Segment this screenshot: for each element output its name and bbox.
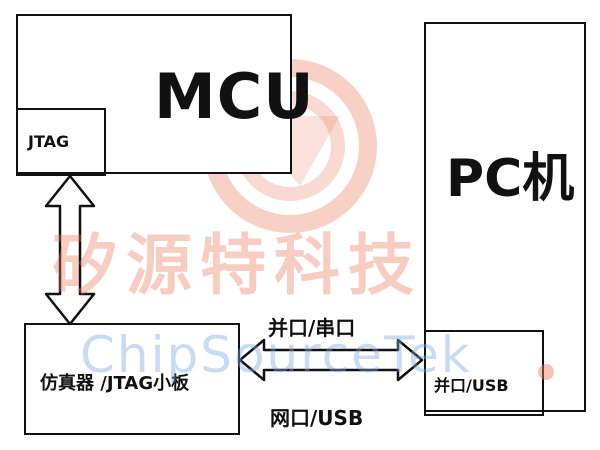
pc-block: PC机 并口/USB <box>424 22 586 416</box>
horizontal-double-arrow <box>238 338 424 382</box>
vertical-double-arrow <box>44 174 96 326</box>
emulator-block: 仿真器 /JTAG小板 <box>24 323 240 435</box>
pc-port-label: 并口/USB <box>434 376 509 395</box>
pc-port: 并口/USB <box>424 330 544 416</box>
mcu-title: MCU <box>154 60 315 133</box>
watermark-brand: ChipSourceTek <box>80 326 472 384</box>
mcu-block: MCU JTAG <box>16 14 314 176</box>
emulator-label: 仿真器 /JTAG小板 <box>40 373 190 394</box>
link-label-bottom: 网口/USB <box>270 406 364 430</box>
watermark-company: 矽源特科技 <box>52 227 422 304</box>
jtag-port-label: JTAG <box>28 132 70 151</box>
pc-title: PC机 <box>446 149 575 209</box>
mcu-jtag-port: JTAG <box>16 108 106 176</box>
link-label-top: 并口/串口 <box>268 316 356 340</box>
